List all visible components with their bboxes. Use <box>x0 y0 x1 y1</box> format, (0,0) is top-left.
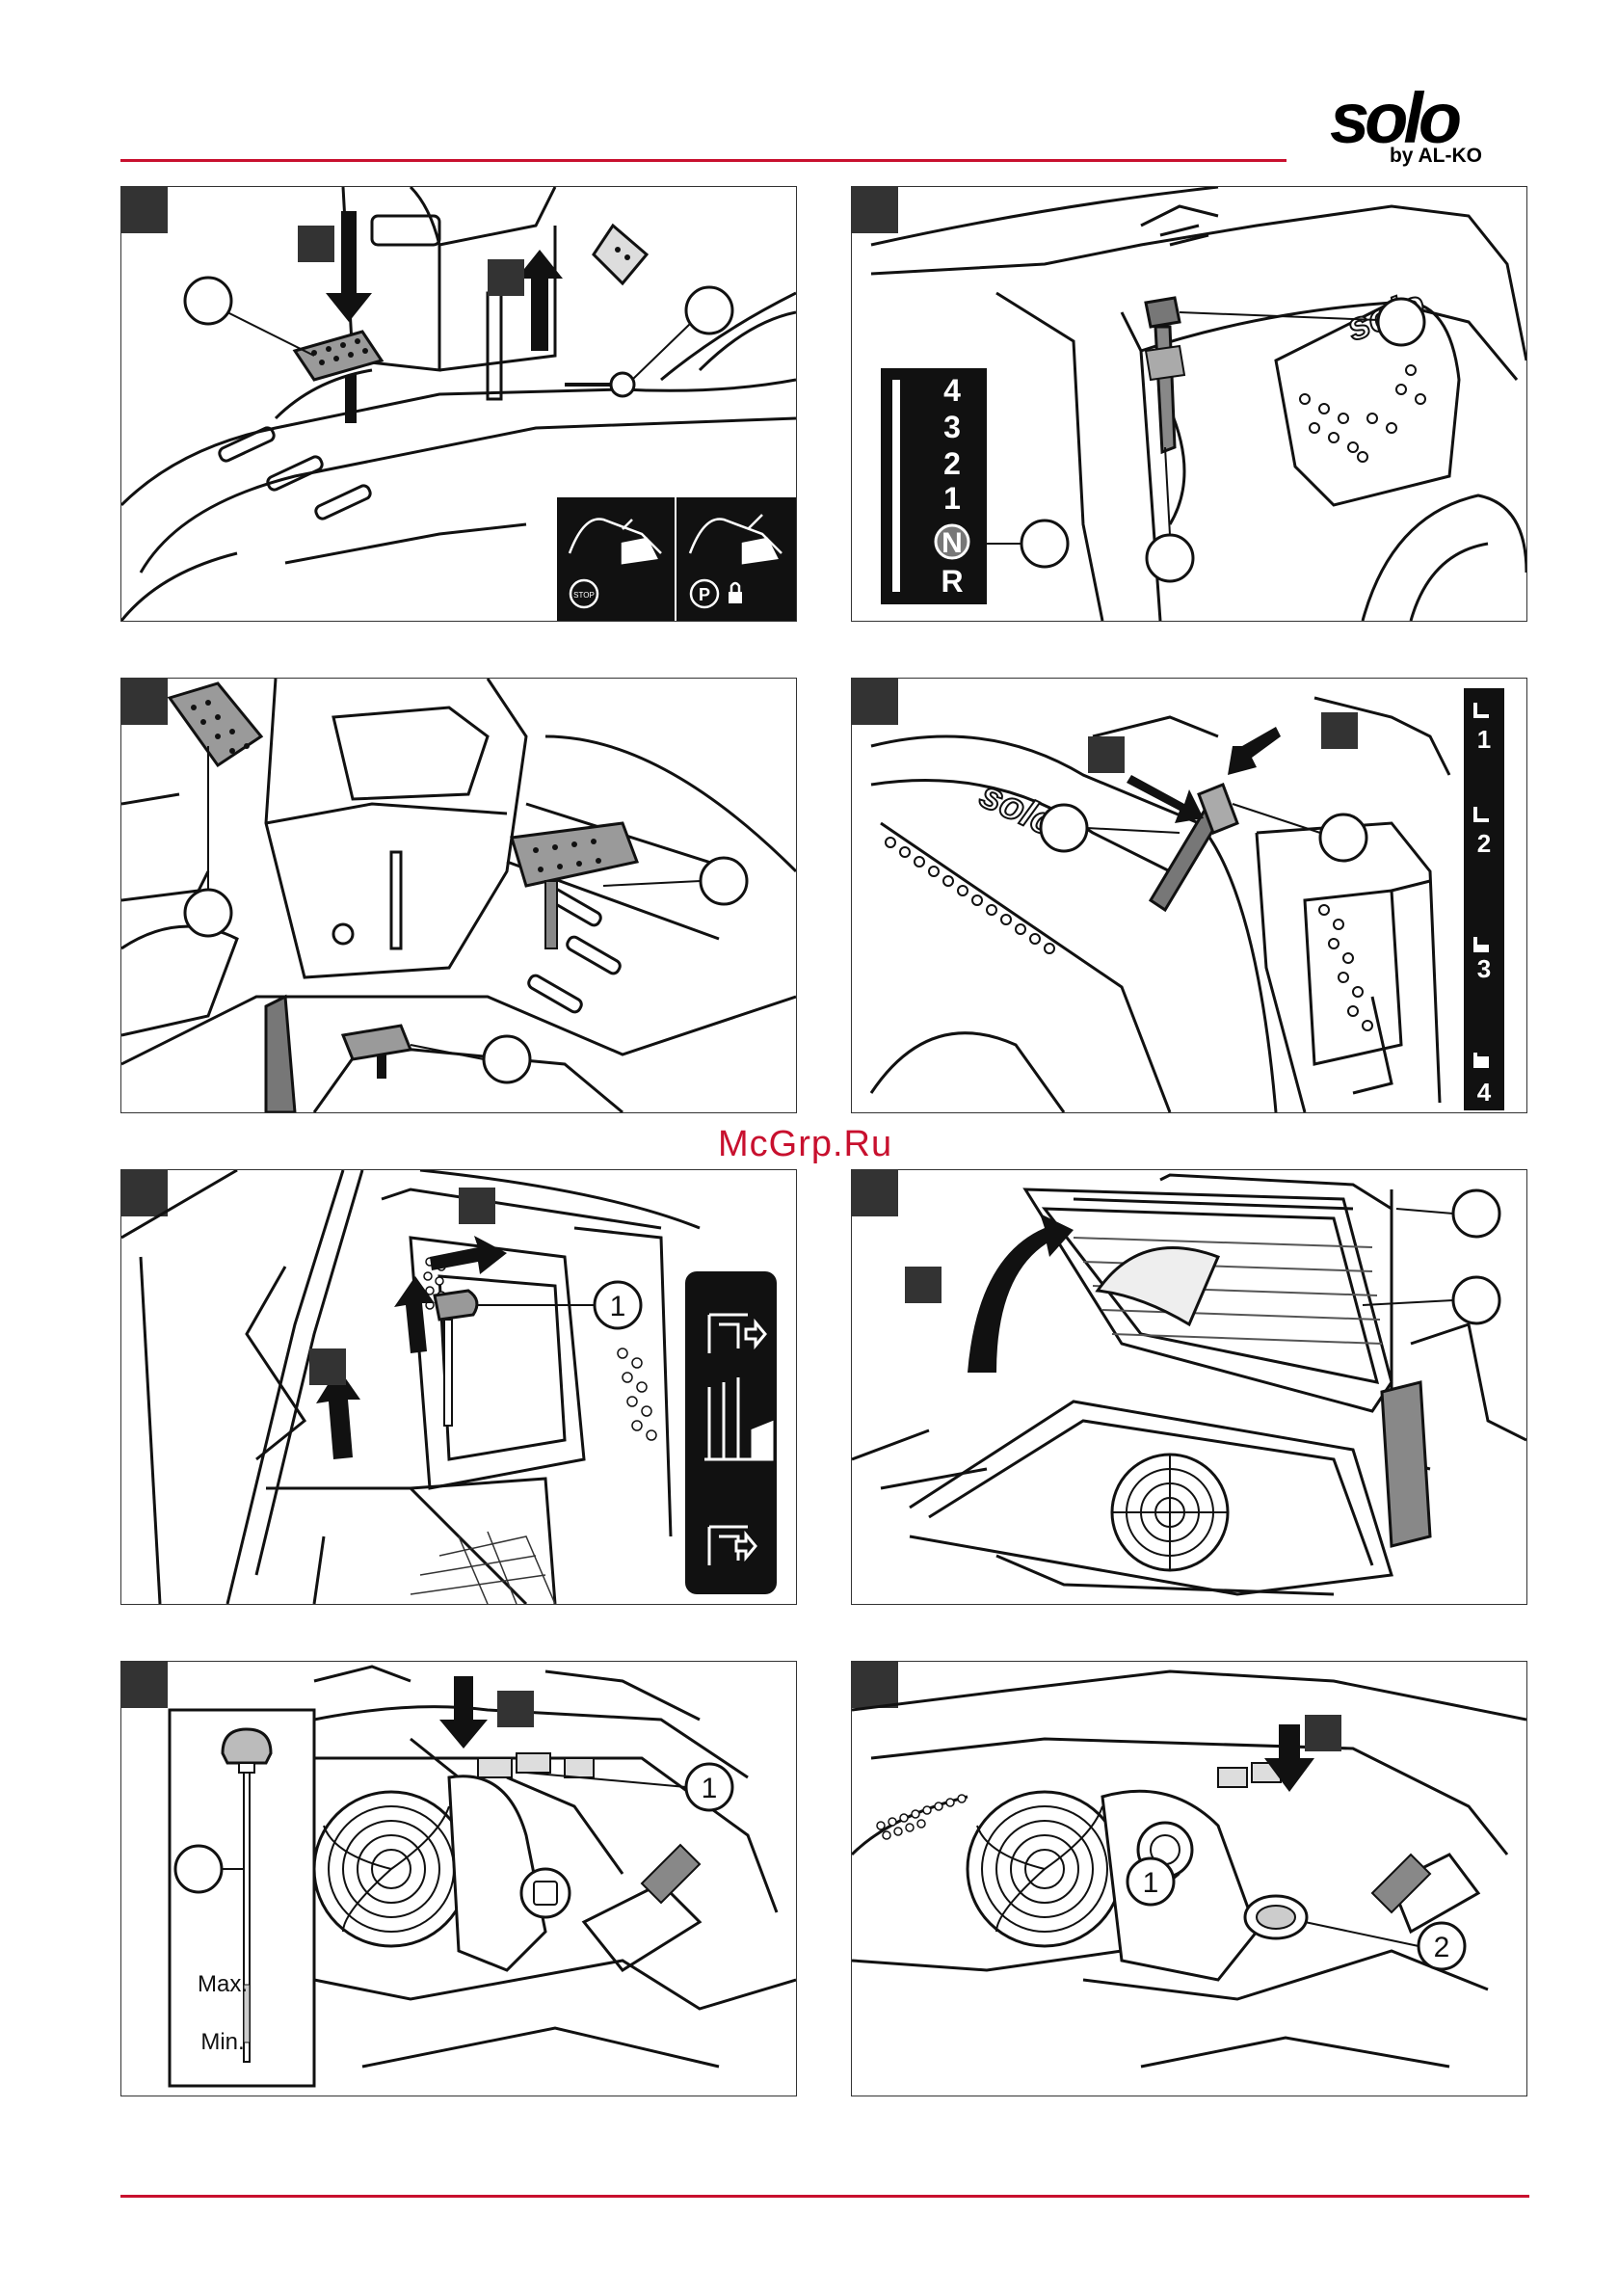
brake-pedal-illustration: STOP P <box>121 187 796 621</box>
figure-hood-open <box>851 1169 1527 1605</box>
pedals-overview-illustration <box>121 679 796 1112</box>
watermark: McGrp.Ru <box>718 1124 892 1165</box>
figure-pedals-overview <box>120 678 797 1113</box>
callout-1: 1 <box>1143 1867 1159 1899</box>
dipstick-min-label: Min. <box>200 2029 244 2055</box>
brand-logo: solo by AL-KO <box>1330 85 1503 172</box>
brand-subtitle: by AL-KO <box>1390 145 1482 168</box>
hood-open-illustration <box>852 1170 1526 1604</box>
callout-2: 2 <box>1434 1932 1450 1963</box>
figure-brake-pedal: STOP P <box>120 186 797 622</box>
gear-3: 3 <box>943 410 961 444</box>
figure-cutting-height: solo 1 2 3 4 <box>851 678 1527 1113</box>
grass-catcher-lever-illustration: 1 <box>121 1170 796 1604</box>
svg-text:P: P <box>699 585 710 604</box>
oil-dipstick-illustration: 1 Max. Min. <box>121 1662 796 2096</box>
figure-oil-dipstick: 1 Max. Min. <box>120 1661 797 2096</box>
gear-selector-illustration: solo 4 3 2 1 N R <box>852 187 1526 621</box>
height-level-4: 4 <box>1477 1078 1492 1107</box>
gear-reverse: R <box>941 564 963 599</box>
footer-rule <box>120 2195 1529 2198</box>
height-level-2: 2 <box>1477 829 1491 858</box>
figure-oil-filler: 1 2 <box>851 1661 1527 2096</box>
figure-gear-selector: solo 4 3 2 1 N R <box>851 186 1527 622</box>
dipstick-max-label: Max. <box>198 1971 248 1997</box>
height-level-3: 3 <box>1477 954 1491 983</box>
gear-4: 4 <box>943 373 961 408</box>
gear-2: 2 <box>943 446 961 481</box>
header-rule <box>120 159 1286 162</box>
callout-1: 1 <box>702 1773 718 1804</box>
height-level-1: 1 <box>1477 725 1491 754</box>
callout-1: 1 <box>610 1291 626 1322</box>
svg-text:STOP: STOP <box>573 591 595 600</box>
gear-neutral: N <box>942 527 963 559</box>
gear-1: 1 <box>943 481 961 516</box>
cutting-height-illustration: solo 1 2 3 4 <box>852 679 1526 1112</box>
figure-grass-catcher-lever: 1 <box>120 1169 797 1605</box>
oil-filler-illustration: 1 2 <box>852 1662 1526 2096</box>
